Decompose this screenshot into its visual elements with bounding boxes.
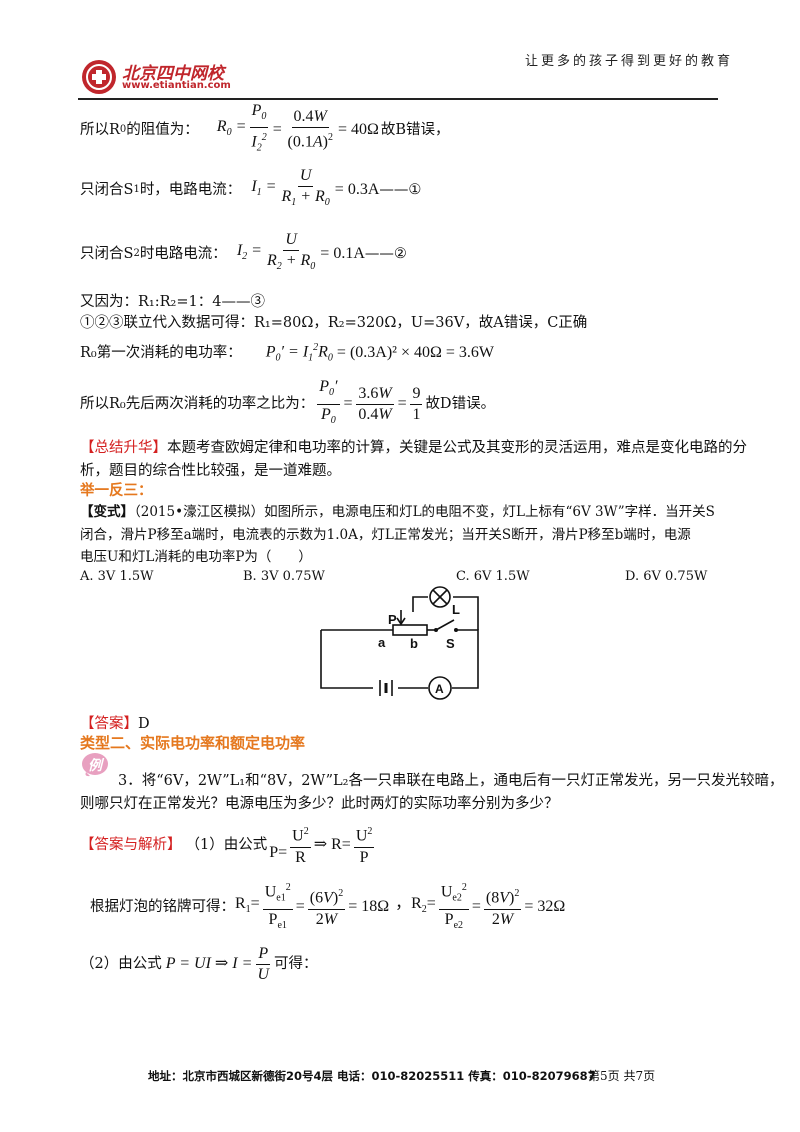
logo-cn-text: 北京四中网校: [122, 64, 224, 84]
option-b: B. 3V 0.75W: [243, 569, 325, 584]
circuit-diagram: P a b S L A: [320, 586, 479, 700]
logo: 北京四中网校 www.etiantian.com: [80, 58, 250, 98]
header-slogan: 让更多的孩子得到更好的教育: [525, 54, 734, 69]
question-line1: 3．将“6V，2W”L₁和“8V，2W”L₂各一只串联在电路上，通电后有一只灯正…: [118, 773, 784, 789]
ratio-line: 又因为：R₁:R₂=1：4——③: [80, 294, 265, 310]
p0-line: R₀第一次消耗的电功率： P0′ = I12R0 = (0.3A)² × 40Ω…: [80, 341, 494, 364]
variant-line2: 闭合，滑片P移至a端时，电流表的示数为1.0A，灯L正常发光；当开关S断开，滑片…: [80, 527, 691, 543]
circuit-label-l: L: [452, 602, 460, 617]
type2-heading: 类型二、实际电功率和额定电功率: [80, 734, 306, 752]
variant-answer: 【答案】D: [80, 716, 150, 732]
summary-line2: 析，题目的综合性比较强，是一道难题。: [80, 463, 341, 479]
variant-heading: 举一反三：: [80, 482, 153, 499]
circuit-label-p: P: [388, 612, 397, 627]
variant-line1: 【变式】（2015•濠江区模拟）如图所示，电源电压和灯L的电阻不变，灯L上标有“…: [80, 504, 715, 520]
circuit-label-ammeter: A: [435, 682, 444, 696]
option-c: C. 6V 1.5W: [456, 569, 530, 584]
header-divider: [78, 98, 718, 100]
option-d: D. 6V 0.75W: [625, 569, 708, 584]
circuit-label-b: b: [410, 636, 418, 651]
circuit-label-a: a: [378, 635, 386, 650]
circuit-label-s: S: [446, 636, 455, 651]
footer-address: 地址：北京市西城区新德街20号4层 电话：010-82025511 传真：010…: [148, 1069, 596, 1083]
question-line2: 则哪只灯在正常发光？电源电压为多少？此时两灯的实际功率分别为多少？: [80, 796, 559, 812]
footer-page-number: 第5页 共7页: [588, 1069, 656, 1083]
example-badge-icon: 例: [80, 752, 110, 778]
logo-emblem-icon: [82, 60, 116, 94]
variant-line3: 电压U和灯L消耗的电功率P为（ ）: [80, 549, 312, 565]
summary-block: 【总结升华】本题考查欧姆定律和电功率的计算，关键是公式及其变形的灵活运用，难点是…: [80, 440, 747, 456]
option-a: A. 3V 1.5W: [80, 569, 154, 584]
logo-url-text: www.etiantian.com: [122, 80, 231, 91]
combined-line: ①②③联立代入数据可得：R₁=80Ω，R₂=320Ω，U=36V，故A错误，C正…: [80, 315, 588, 331]
